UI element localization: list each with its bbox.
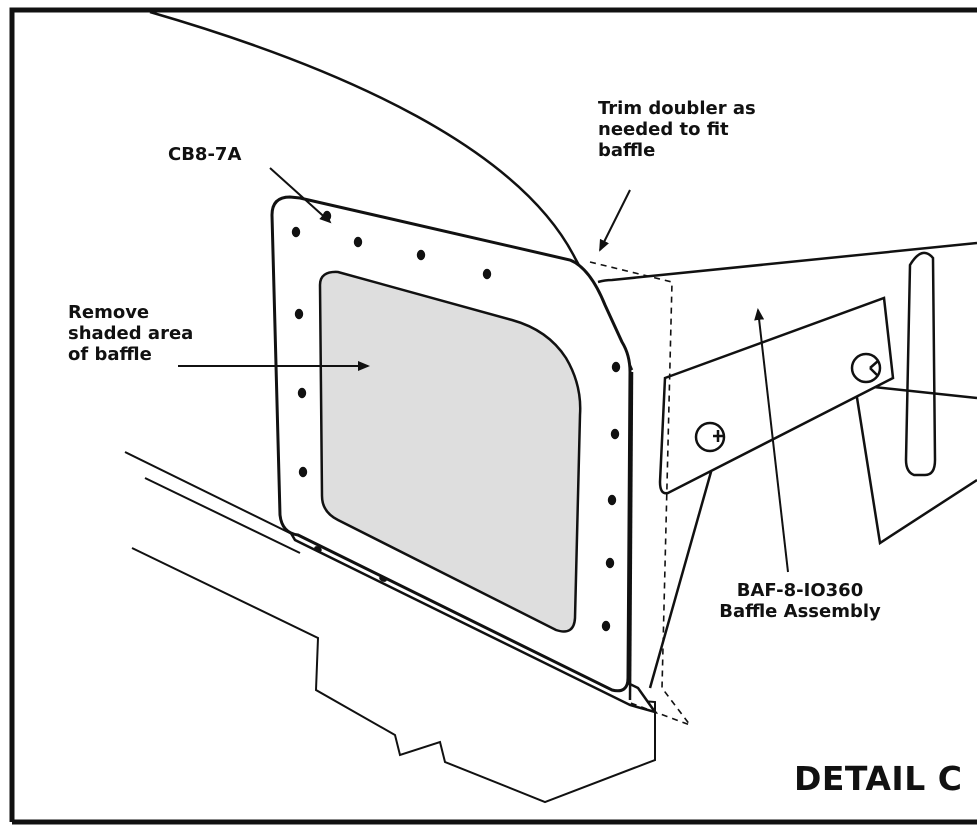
label-trim-doubler: Trim doubler as needed to fit baffle <box>598 98 756 162</box>
trim-dashed-outline <box>589 261 693 727</box>
arrow-baf <box>754 308 789 573</box>
leader-arrows <box>178 167 789 573</box>
screw-right <box>850 352 882 384</box>
frame-border <box>9 7 977 825</box>
detail-title: DETAIL C <box>794 759 963 798</box>
arrow-trim <box>599 189 631 252</box>
label-cb8-7a: CB8-7A <box>168 144 242 165</box>
label-remove-shaded-area: Remove shaded area of baffle <box>68 302 194 366</box>
screw-left <box>694 421 726 453</box>
baffle-assembly <box>597 241 977 701</box>
label-baffle-assembly: BAF-8-IO360 Baffle Assembly <box>719 580 881 623</box>
shaded-removal-area <box>318 270 582 633</box>
lower-fuselage-lines <box>124 451 656 804</box>
arrow-cb8 <box>269 167 332 224</box>
